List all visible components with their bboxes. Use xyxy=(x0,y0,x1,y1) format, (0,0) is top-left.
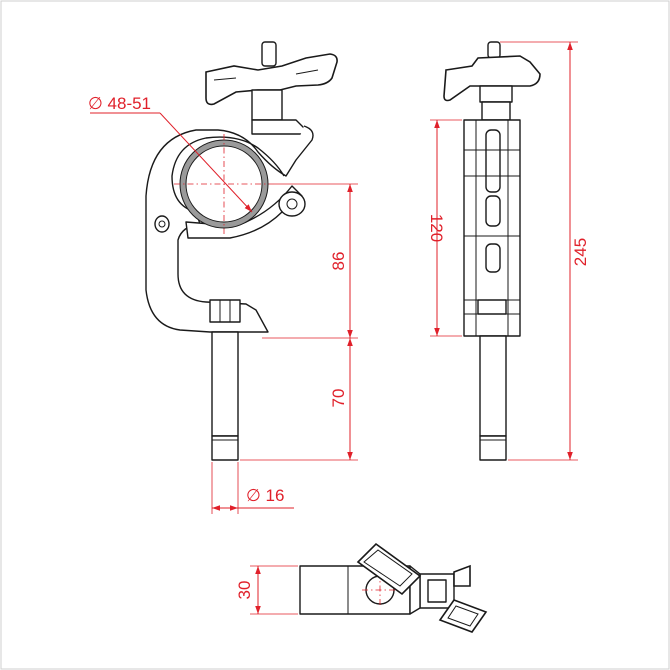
hex-nut xyxy=(209,299,241,323)
clamp-width-label: 30 xyxy=(235,581,254,600)
side-stem-lower xyxy=(481,101,511,121)
knob-ribs xyxy=(213,69,319,81)
spigot xyxy=(211,331,239,437)
tube-diameter-label: ∅ 48-51 xyxy=(88,94,151,113)
hinge-pivot xyxy=(278,191,306,217)
clamp-height-label: 86 xyxy=(329,252,348,271)
front-view: ∅ 48-51 86 70 ∅ 16 xyxy=(88,41,358,514)
side-spigot xyxy=(479,335,507,437)
top-wing-upper-inner xyxy=(363,549,413,587)
side-slot-upper xyxy=(485,129,501,193)
c-body xyxy=(145,125,314,333)
spigot-length-label: 70 xyxy=(329,389,348,408)
clamp-screw xyxy=(251,89,283,121)
side-nut xyxy=(477,299,507,315)
side-slot-mid xyxy=(485,195,501,227)
side-body-lines xyxy=(464,149,520,315)
tube-inner xyxy=(185,145,263,223)
side-slot-lower xyxy=(485,243,501,273)
top-wing-lower-inner xyxy=(447,605,479,627)
body-height-label: 120 xyxy=(427,214,446,242)
top-hinge-inner xyxy=(427,579,447,603)
diameter-leader xyxy=(159,112,253,213)
screw-collar xyxy=(251,119,305,135)
spigot-diameter-label: ∅ 16 xyxy=(246,486,284,505)
wing-knob xyxy=(205,53,338,106)
side-knob-top xyxy=(487,41,501,59)
hinge-pin xyxy=(286,198,298,210)
side-wing-knob xyxy=(443,55,541,102)
top-view: 30 xyxy=(235,542,488,633)
hex-nut-faces xyxy=(219,300,231,322)
knob-stem-top xyxy=(261,41,277,67)
total-height-label: 245 xyxy=(571,238,590,266)
side-stem xyxy=(479,85,513,103)
side-view: 120 245 xyxy=(427,41,590,461)
top-wing-lower xyxy=(438,599,488,633)
rivet-center xyxy=(158,220,166,228)
top-wing-right xyxy=(453,564,471,587)
body-rivet xyxy=(154,215,170,233)
